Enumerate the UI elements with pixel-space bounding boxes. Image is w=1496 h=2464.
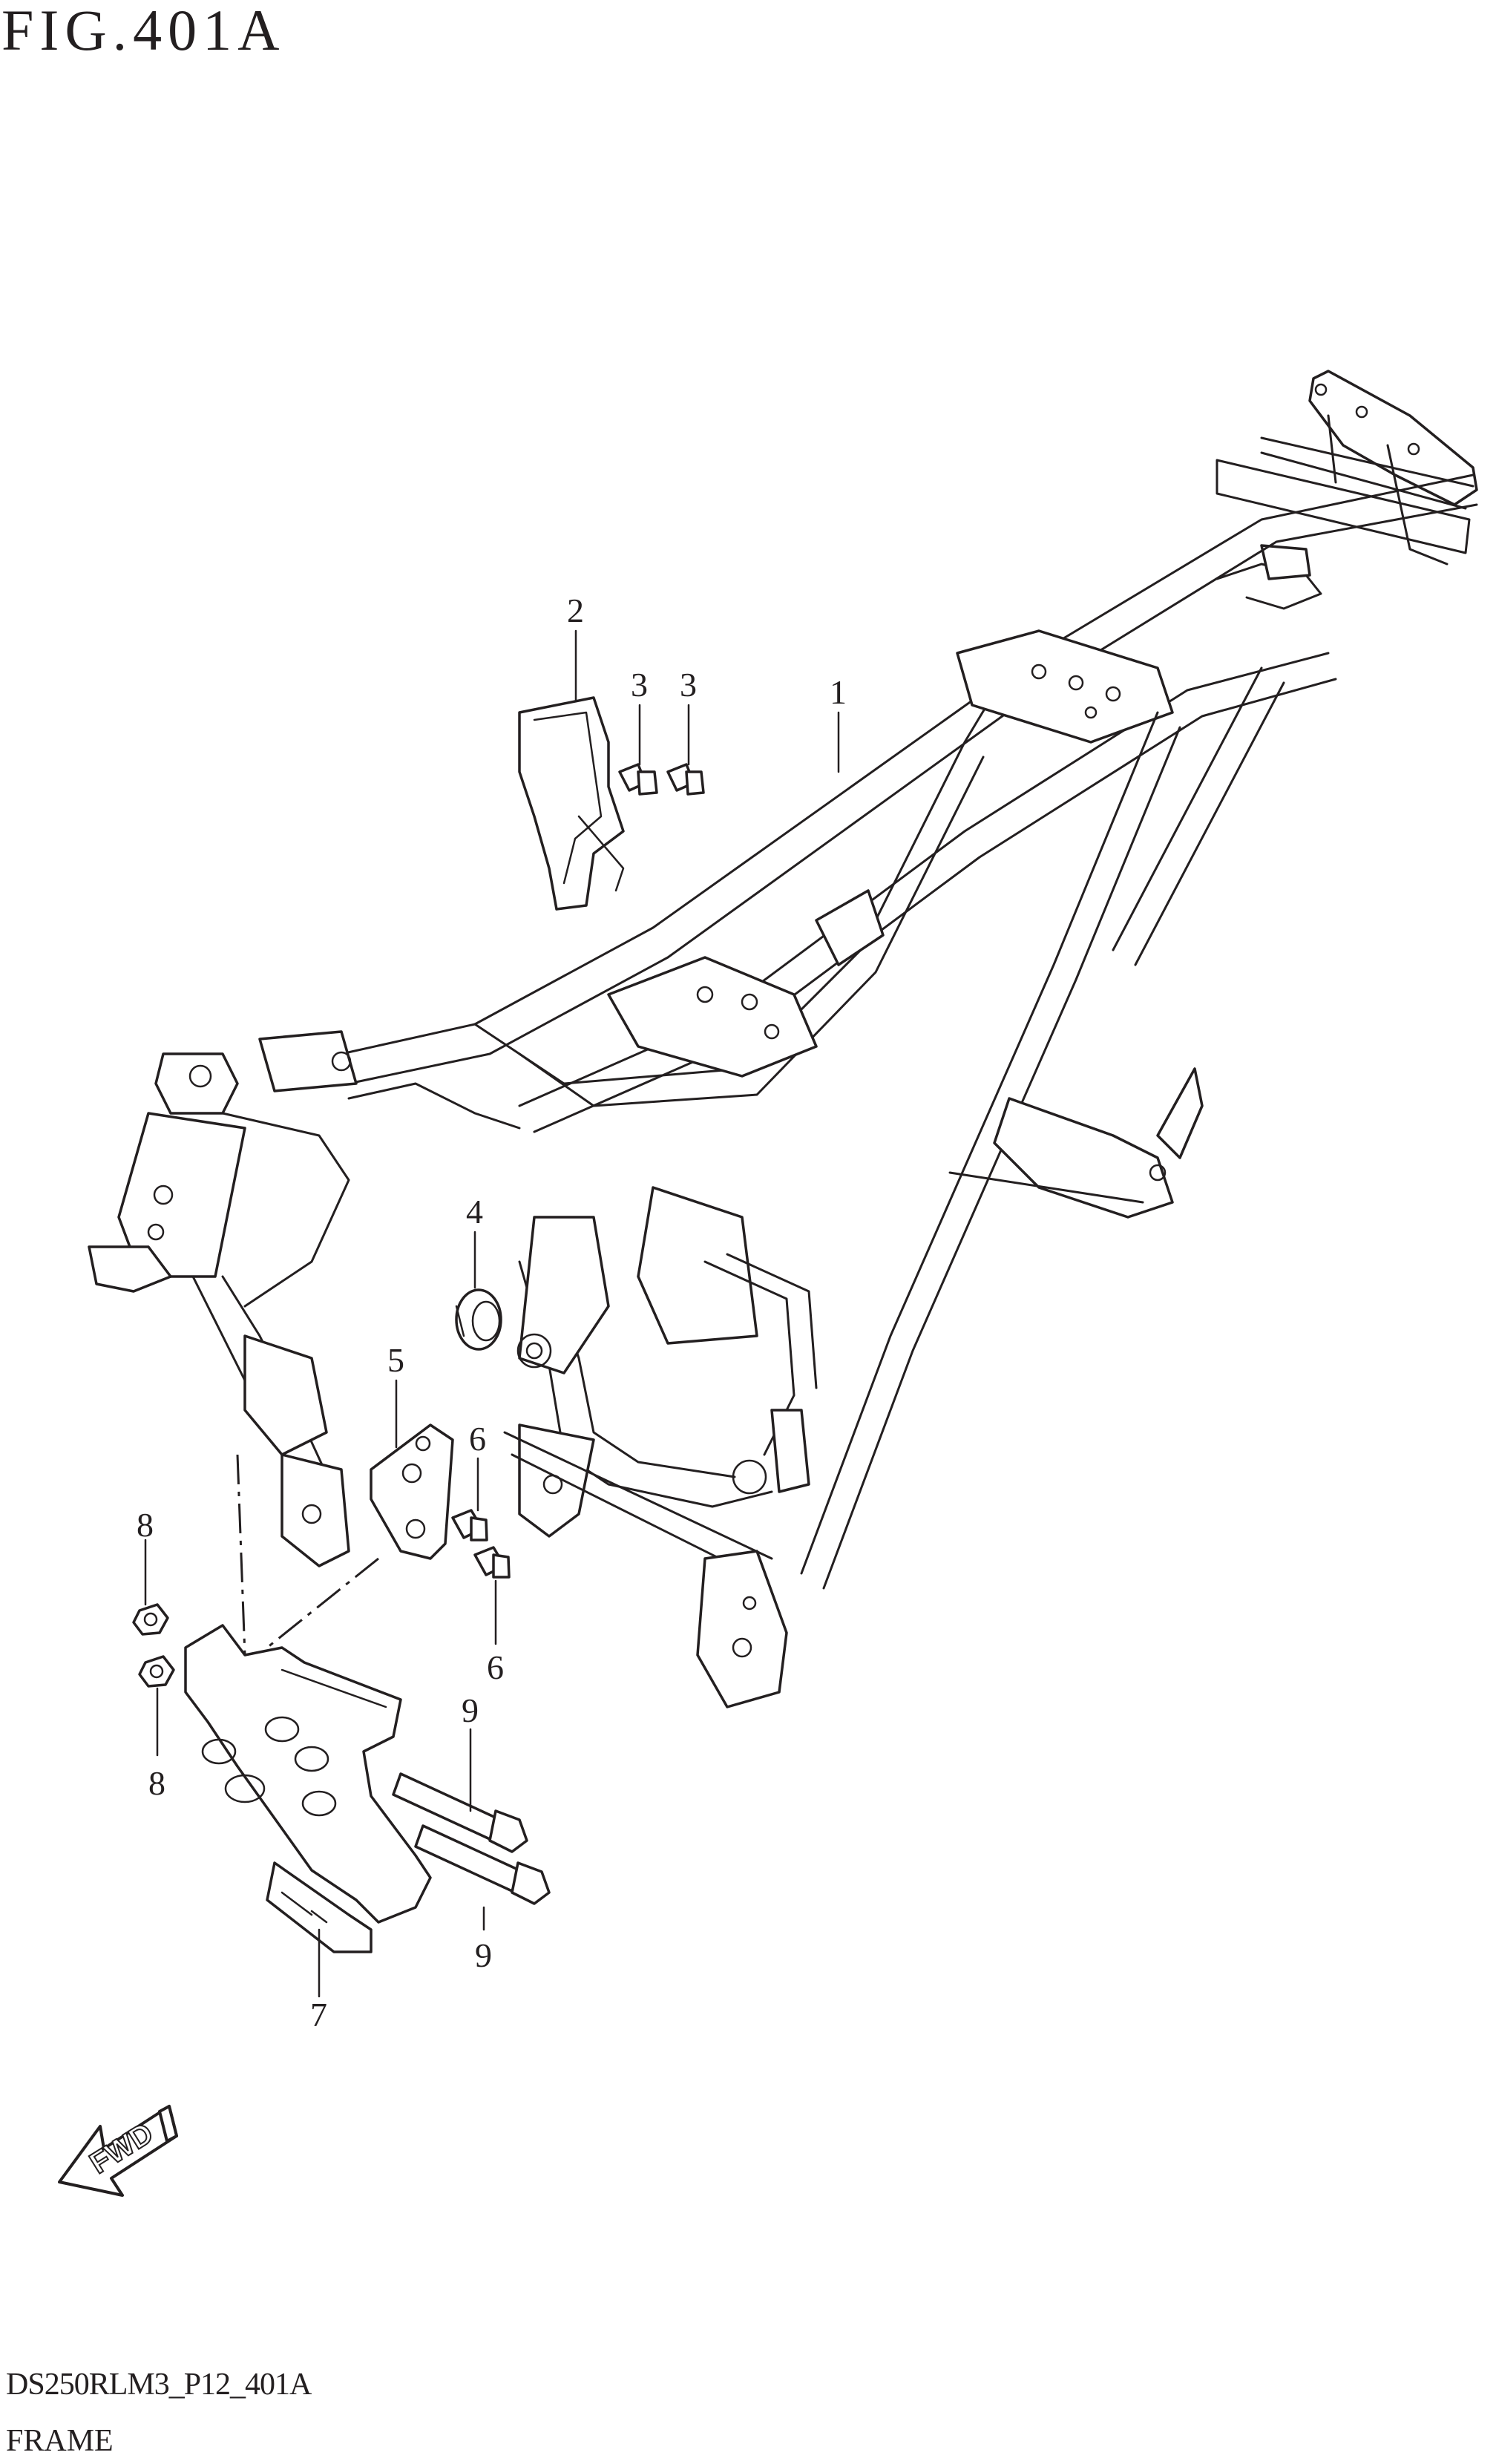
part-9-bolt-b[interactable] (414, 1824, 551, 1905)
forward-direction-arrow-icon: FWD (58, 2105, 178, 2197)
part-7-skid-plate[interactable] (184, 1454, 432, 1953)
callout-7: 7 (310, 1996, 327, 2034)
figure-title: FIG.401A (1, 0, 286, 62)
part-4-grommet[interactable] (455, 1288, 502, 1351)
part-3-bolt-b[interactable] (666, 763, 705, 796)
part-6-bolt-b[interactable] (473, 1546, 511, 1579)
callout-8a: 8 (137, 1506, 154, 1544)
part-9-bolt-a[interactable] (392, 1772, 528, 1853)
callout-9b: 9 (475, 1936, 492, 1974)
callout-6b: 6 (487, 1648, 504, 1686)
callout-4: 4 (466, 1193, 483, 1231)
callout-6a: 6 (469, 1420, 486, 1458)
callout-9a: 9 (462, 1691, 479, 1729)
callout-2: 2 (567, 592, 584, 629)
callout-1: 1 (830, 673, 847, 711)
part-6-bolt-a[interactable] (451, 1509, 488, 1541)
figure-name: FRAME (6, 2424, 114, 2458)
figure-code: DS250RLM3_P12_401A (6, 2368, 312, 2402)
callout-3a: 3 (631, 666, 648, 704)
part-8-nut-b[interactable] (138, 1655, 175, 1688)
callout-3b: 3 (680, 666, 697, 704)
part-2-bracket[interactable] (518, 696, 625, 911)
callout-5: 5 (387, 1341, 404, 1379)
callout-8b: 8 (148, 1764, 165, 1802)
part-5-mount-plate[interactable] (370, 1423, 454, 1560)
part-3-bolt-a[interactable] (618, 763, 658, 796)
part-8-nut-a[interactable] (132, 1603, 169, 1636)
part-frame[interactable] (88, 370, 1478, 1708)
